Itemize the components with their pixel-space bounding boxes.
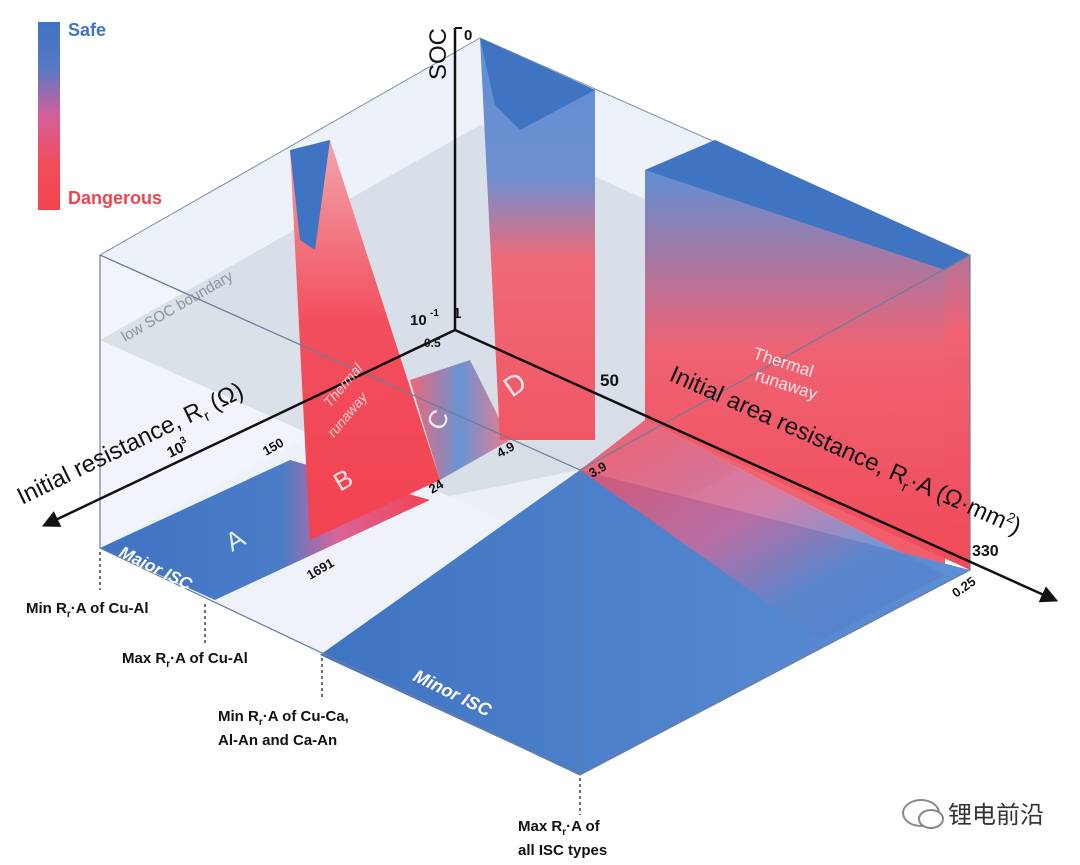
legend-safe-label: Safe <box>68 20 107 40</box>
cube-front-top-left <box>99 254 581 471</box>
soc-tick-exp: -1 <box>430 308 439 319</box>
value-50: 50 <box>600 371 619 390</box>
resistance-tick: 103 <box>163 435 192 462</box>
color-scale-bar <box>38 22 60 210</box>
cube-front-top-right <box>579 254 971 471</box>
resistance-axis-arrow <box>41 328 456 527</box>
max-all-label: Max Rr·A of all ISC types <box>518 818 608 859</box>
wechat-icon <box>902 798 944 829</box>
right-block-face <box>645 170 945 575</box>
soc-axis-label: SOC <box>425 28 452 80</box>
region-d-column <box>480 38 595 440</box>
watermark: 锂电前沿 <box>902 795 1044 830</box>
soc-tick-05: 0.5 <box>424 336 441 350</box>
region-d-top <box>480 38 595 130</box>
region-b-wedge <box>290 140 440 540</box>
soc-tick-0: 0 <box>464 27 472 44</box>
soc-tick-1: 1 <box>453 305 461 322</box>
region-b-top <box>290 140 330 250</box>
minor-isc-warm <box>580 420 945 640</box>
floor-gap <box>215 470 580 655</box>
watermark-text: 锂电前沿 <box>948 802 1044 829</box>
region-c-slab <box>410 360 510 480</box>
value-330: 330 <box>972 543 999 560</box>
max-cual-label: Max Rr·A of Cu-Al <box>122 650 248 670</box>
area-resistance-axis-arrow <box>454 328 1059 603</box>
min-cual-label: Min Rr·A of Cu-Al <box>26 600 149 620</box>
legend-dangerous-label: Dangerous <box>68 188 163 208</box>
min-cuca-label: Min Rr·A of Cu-Ca, Al-An and Ca-An <box>218 708 349 749</box>
right-block-top <box>645 140 970 270</box>
soc-tick-10: 10 <box>410 312 427 329</box>
